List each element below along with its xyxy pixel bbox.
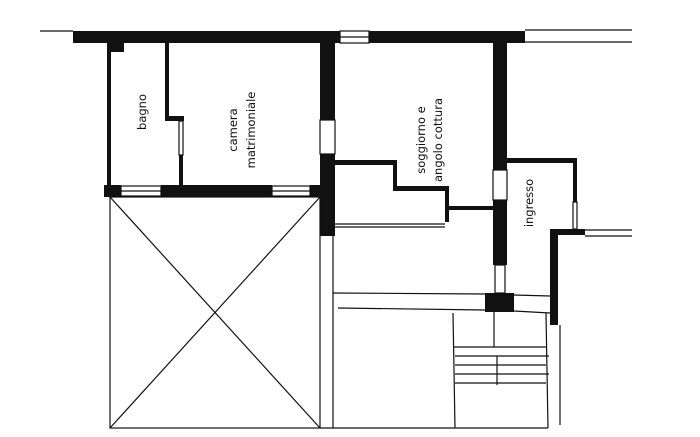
label-soggiorno: soggiorno e xyxy=(414,106,428,173)
top-wall-left xyxy=(73,31,340,43)
step-wall-4 xyxy=(445,186,449,222)
bottom-wall-b xyxy=(161,185,272,197)
thin-lines xyxy=(40,29,632,429)
soggiorno-wall-top xyxy=(493,43,507,170)
room-labels: bagno camera matrimoniale soggiorno e an… xyxy=(135,92,536,228)
label-ingresso: ingresso xyxy=(522,179,536,227)
label-angolo-cottura: angolo cottura xyxy=(431,98,445,182)
bagno-wall-bottom xyxy=(179,155,183,187)
ingresso-wall-low xyxy=(553,229,585,235)
step-wall-5 xyxy=(449,206,494,210)
bottom-wall-a xyxy=(104,185,121,197)
label-camera: camera xyxy=(226,108,240,151)
soggiorno-wall-base xyxy=(485,293,514,312)
bagno-wall-jog xyxy=(165,116,184,121)
label-matrimoniale: matrimoniale xyxy=(244,92,258,169)
left-wall xyxy=(107,43,111,193)
walls xyxy=(73,31,585,325)
step-wall-3 xyxy=(393,186,449,191)
bathroom-corner xyxy=(107,43,124,52)
soggiorno-wall-mid xyxy=(493,200,507,265)
ingresso-wall-pier xyxy=(550,229,558,325)
top-wall-right xyxy=(369,31,525,43)
step-wall-2 xyxy=(393,160,397,190)
label-bagno: bagno xyxy=(135,94,149,130)
ingresso-wall-top xyxy=(507,158,577,163)
bagno-wall-top xyxy=(165,43,169,120)
step-wall-1 xyxy=(335,160,397,165)
bottom-wall-c xyxy=(310,185,322,197)
central-wall-top xyxy=(320,43,335,120)
ingresso-wall-right xyxy=(573,158,577,202)
central-wall-bottom xyxy=(320,154,335,236)
